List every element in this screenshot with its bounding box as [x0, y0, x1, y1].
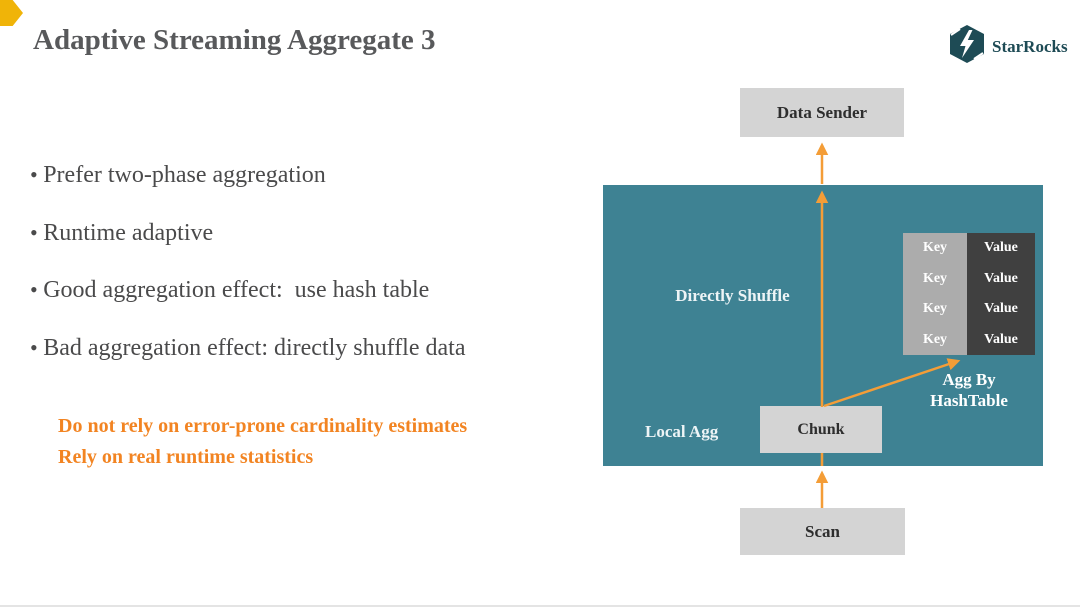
chunk-box: Chunk: [760, 406, 882, 453]
hash-table-value-cell: Value: [967, 263, 1035, 294]
local-agg-label: Local Agg: [645, 422, 719, 441]
hash-table-value-cell: Value: [967, 294, 1035, 325]
bullet-item: Runtime adaptive: [30, 220, 213, 247]
hash-table-value-cell: Value: [967, 324, 1035, 355]
title-accent-icon: [0, 0, 23, 26]
page-title: Adaptive Streaming Aggregate 3: [33, 24, 436, 56]
hash-table-key-cell: Key: [903, 263, 967, 294]
starrocks-logo-text: StarRocks: [992, 36, 1068, 56]
bullet-item: Bad aggregation effect: directly shuffle…: [30, 335, 465, 362]
data-sender-label: Data Sender: [776, 102, 868, 122]
hash-table-key-cell: Key: [903, 233, 967, 264]
starrocks-logo-icon: [948, 24, 986, 69]
chunk-label: Chunk: [797, 420, 845, 438]
hash-table-value-cell: Value: [967, 233, 1035, 264]
scan-box: Scan: [740, 508, 905, 555]
scan-label: Scan: [805, 521, 840, 541]
hash-table-key-cell: Key: [903, 294, 967, 325]
agg-by-label-line1: Agg By: [942, 370, 996, 389]
note-line: Rely on real runtime statistics: [58, 446, 314, 468]
starrocks-logo: StarRocks: [948, 24, 1068, 69]
hash-table-key-cell: Key: [903, 324, 967, 355]
bullet-item: Prefer two-phase aggregation: [30, 162, 326, 189]
directly-shuffle-label: Directly Shuffle: [675, 286, 790, 305]
agg-by-hashtable-label: Agg By HashTable: [903, 369, 1035, 412]
agg-by-label-line2: HashTable: [930, 391, 1008, 411]
bullet-item: Good aggregation effect: use hash table: [30, 277, 429, 304]
note-line: Do not rely on error-prone cardinality e…: [58, 415, 468, 437]
hash-table: Key Value Key Value Key Value Key Value: [903, 233, 1035, 355]
data-sender-box: Data Sender: [740, 88, 904, 137]
